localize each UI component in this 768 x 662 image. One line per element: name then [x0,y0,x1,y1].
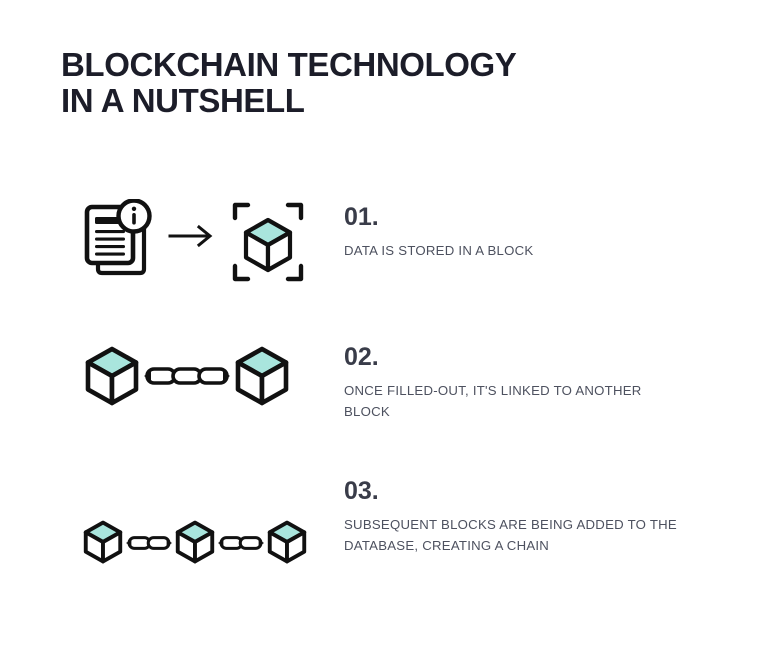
step-2-number: 02. [344,343,379,371]
step-3-icon-group [80,462,310,657]
step-2-icon-group [80,325,310,453]
step-1-description: DATA IS STORED IN A BLOCK [344,243,534,258]
step-2-description: ONCE FILLED-OUT, IT'S LINKED TO ANOTHER … [344,383,642,419]
cube-icon [235,346,289,406]
step-1-number: 01. [344,203,379,231]
page-title-line-1: BLOCKCHAIN TECHNOLOGY [61,46,517,83]
step-item-1: 01. DATA IS STORED IN A BLOCK [0,185,768,295]
step-2-text-group: 02. ONCE FILLED-OUT, IT'S LINKED TO ANOT… [344,325,684,422]
step-1-text-group: 01. DATA IS STORED IN A BLOCK [344,185,684,261]
chain-2-link-icon [218,536,264,550]
chain-3-link-icon [144,367,230,385]
page-title-line-2: IN A NUTSHELL [61,82,305,119]
cube-icon [85,346,139,406]
cube-icon [267,520,307,564]
step-3-number: 03. [344,477,379,505]
arrow-right-icon [168,224,213,248]
step-1-icon-group [80,185,310,309]
chain-2-link-icon [126,536,172,550]
step-item-3: 03. SUBSEQUENT BLOCKS ARE BEING ADDED TO… [0,462,768,602]
cube-icon [83,520,123,564]
page-title: BLOCKCHAIN TECHNOLOGY IN A NUTSHELL [61,47,701,119]
document-info-icon [84,199,152,276]
step-3-description: SUBSEQUENT BLOCKS ARE BEING ADDED TO THE… [344,517,677,553]
cube-scan-icon [232,202,304,282]
step-3-text-group: 03. SUBSEQUENT BLOCKS ARE BEING ADDED TO… [344,462,684,556]
cube-icon [175,520,215,564]
step-item-2: 02. ONCE FILLED-OUT, IT'S LINKED TO ANOT… [0,325,768,435]
